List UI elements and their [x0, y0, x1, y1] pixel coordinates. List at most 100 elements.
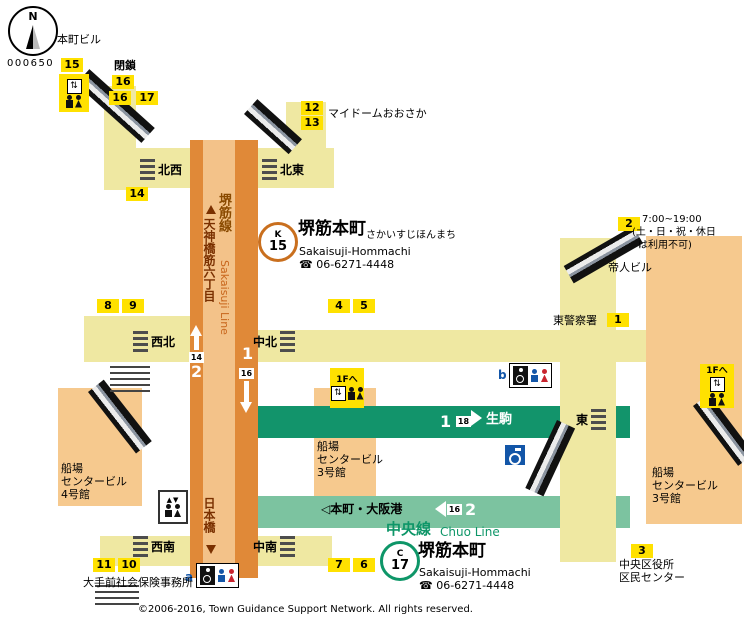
corridor-east-vertical [560, 362, 616, 562]
semba-4-label: 4号館 [61, 488, 90, 501]
gate-east: 東 [576, 409, 607, 430]
station-name-sakaisuji: 堺筋本町 [298, 219, 366, 239]
police-station-label: 東警察署 [553, 314, 597, 327]
compass-needle-icon [26, 25, 33, 49]
sakaisuji-line-name-en: Sakaisuji Line [218, 260, 231, 335]
elevator-box: ▲▼ [158, 490, 188, 524]
exit-11-badge: 11 [93, 558, 115, 572]
exit-4-badge: 4 [328, 299, 350, 313]
chuo-line-name: 中央線 [386, 520, 432, 538]
map-code: 000650 [7, 58, 55, 69]
accessible-toilet-icon [513, 366, 528, 385]
copyright: ©2006-2016, Town Guidance Support Networ… [138, 604, 473, 615]
station-number: 15 [268, 239, 288, 254]
gate-west-north: 西北 [133, 331, 175, 352]
female-toilet-icon [357, 386, 364, 400]
sakaisuji-line-name: 堺筋線 [216, 193, 231, 232]
ticket-gate-icon [280, 536, 296, 557]
station-phone: ☎ 06-6271-4448 [299, 258, 395, 271]
semba-3-east-label: センタービル [652, 479, 718, 492]
semba-3-mid-label: 3号館 [317, 466, 346, 479]
semba-4-label: センタービル [61, 475, 127, 488]
facility-box-east-1f: 1Fへ ⇅ [700, 364, 734, 408]
gate-center-north: 中北 [253, 331, 296, 352]
exit-5-badge: 5 [353, 299, 375, 313]
car-position-14: 14 [189, 352, 204, 363]
train-up-arrow-icon [190, 325, 202, 336]
male-toilet-icon [66, 94, 73, 108]
semba-3-east-label: 3号館 [652, 492, 681, 505]
gate-label: 中北 [253, 335, 278, 349]
male-toilet-icon [709, 392, 716, 406]
car-position-16: 16 [239, 368, 254, 379]
station-name-chuo: 堺筋本町 [418, 541, 486, 561]
exit-2-badge: 2 [618, 217, 640, 231]
gate-center-south: 中南 [253, 536, 296, 557]
exit-17-badge: 17 [136, 91, 158, 105]
exit-16-badge: 16 [109, 91, 131, 105]
line-letter: C [396, 549, 404, 559]
gate-label: 西北 [151, 335, 176, 349]
exit-7-badge: 7 [328, 558, 350, 572]
exit-13-badge: 13 [301, 116, 323, 130]
exit-10-badge: 10 [118, 558, 140, 572]
exit-6-badge: 6 [353, 558, 375, 572]
elevator-icon: ⇅ [66, 78, 82, 94]
exit-8-badge: 8 [97, 299, 119, 313]
hommachi-building-label: 本町ビル [57, 33, 101, 46]
train-up-arrow-stem [194, 336, 199, 350]
chuo-dest-east: 生駒 [486, 412, 513, 427]
chuo-platform-1: 1 [440, 412, 452, 431]
exit-2-hours-note2: は利用不可) [638, 240, 692, 251]
person-icon [165, 504, 172, 517]
closed-label: 閉鎖 [114, 59, 136, 72]
semba-3-east-label: 船場 [652, 466, 674, 479]
gate-label: 北東 [280, 163, 305, 177]
male-toilet-icon [218, 569, 225, 582]
train-left-arrow-icon [435, 501, 446, 517]
gate-label: 西南 [151, 540, 176, 554]
exit-16-badge-closed: 16 [112, 75, 134, 89]
accessible-toilet-icon [200, 566, 215, 585]
semba-3-mid-label: 船場 [317, 440, 339, 453]
compass: N [8, 6, 58, 56]
elevator-icon: ⇅ [709, 376, 725, 392]
exit-2-hours-note1: (土・日・祝・休日 [632, 227, 716, 238]
chuo-line-name-en: Chuo Line [440, 525, 500, 539]
line-letter: K [274, 230, 282, 240]
to-1f-label: 1Fへ [336, 374, 358, 385]
ticket-gate-icon [280, 331, 296, 352]
direction-up-arrow-icon [206, 205, 216, 214]
ticket-gate-icon [133, 331, 148, 352]
sakaisuji-platform-1: 1 [242, 344, 254, 363]
gate-northwest: 北西 [140, 159, 182, 180]
station-code-c17: C 17 [380, 541, 420, 581]
station-number: 17 [390, 558, 410, 573]
exit-12-badge: 12 [301, 101, 323, 115]
ticket-gate-icon [140, 159, 155, 180]
exit-15-badge: 15 [61, 58, 83, 72]
toilet-box-b [509, 363, 552, 388]
mydome-label: マイドームおおさか [328, 107, 427, 120]
sakaisuji-platform-2: 2 [191, 362, 203, 381]
station-name-en: Sakaisuji-Hommachi [299, 245, 411, 258]
toilet-marker-a: a [185, 570, 194, 584]
stairs-icon [95, 585, 139, 607]
station-name-en: Sakaisuji-Hommachi [419, 566, 531, 579]
gate-label: 東 [576, 413, 589, 427]
male-toilet-icon [347, 386, 355, 400]
ticket-gate-icon [591, 409, 607, 430]
female-toilet-icon [228, 569, 235, 582]
female-toilet-icon [541, 369, 548, 382]
ticket-gate-icon [262, 159, 277, 180]
exit-14-badge: 14 [126, 187, 148, 201]
toilet-marker-b: b [498, 368, 507, 382]
exit-9-badge: 9 [122, 299, 144, 313]
direction-down-arrow-icon [206, 545, 216, 554]
station-code-k15: K 15 [258, 222, 298, 262]
up-down-arrows-icon: ▲▼ [166, 496, 180, 504]
exit-1-badge: 1 [607, 313, 629, 327]
toilet-box-a [196, 563, 239, 588]
compass-north-label: N [28, 10, 38, 23]
